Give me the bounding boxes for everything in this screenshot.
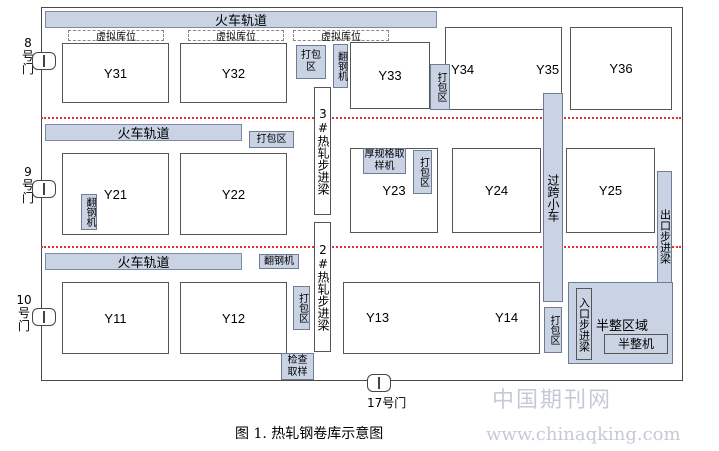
bay-label: Y23 [382,183,406,198]
bay-label: Y31 [103,65,128,81]
pack-area-3: 打包区 [249,131,294,148]
bay-y32: Y32 [180,43,287,103]
gate-8-icon [32,52,56,70]
gate-label-text: 10号门 [16,293,32,333]
pack-label: 打包区 [256,133,287,145]
virtual-slot-2: 虚拟库位 [188,30,284,43]
exit-walking-beam: 出口步进梁 [657,171,672,301]
watermark-url: www.chinaqking.com [486,424,681,445]
finishing-machine: 半整机 [604,334,668,354]
rail-label: 火车轨道 [117,256,170,271]
walking-beam-label: 3#热轧步进梁 [316,107,330,195]
walking-beam-2: 2#热轧步进梁 [314,222,331,352]
bay-label: Y24 [484,183,509,198]
pack-label: 打包区 [435,72,446,102]
flip-label: 翻钢机 [264,255,294,267]
pack-area-1: 打包区 [296,45,326,79]
bay-label: Y22 [221,186,246,202]
bay-y33: Y33 [350,42,430,109]
virtual-slot-label: 虚拟库位 [96,32,136,43]
watermark-cn: 中国期刊网 [492,388,613,413]
gate-8-label: 8号门 [14,37,42,76]
bay-label: Y25 [598,183,623,198]
flip-machine-3: 翻钢机 [259,254,299,269]
gate-10-icon [32,308,56,326]
bay-y13-label: Y13 [366,310,390,325]
pack-label: 打包区 [417,157,429,187]
bay-y21: Y21 [62,153,169,235]
gate-9-icon [32,180,56,198]
virtual-slot-label: 虚拟库位 [216,32,256,43]
gate-9-label: 9号门 [14,166,42,205]
virtual-slot-label: 虚拟库位 [321,32,361,43]
bay-label: Y12 [221,310,246,326]
transfer-car: 过跨小车 [543,93,563,302]
pack-area-5: 打包区 [293,286,310,330]
bay-y34-y35 [445,27,562,110]
bay-y36: Y36 [570,27,672,110]
pack-label: 打包区 [301,50,321,73]
bay-y12: Y12 [180,282,287,354]
virtual-slot-3: 虚拟库位 [293,30,389,43]
finishing-area-label: 半整区域 [596,319,649,334]
pack-area-2: 打包区 [430,64,450,110]
flip-machine-2: 翻钢机 [81,194,97,230]
bay-y24: Y24 [452,148,541,233]
thick-sampler: 厚规格取样机 [363,148,406,174]
virtual-slot-1: 虚拟库位 [68,30,164,43]
walking-beam-3: 3#热轧步进梁 [314,87,331,215]
bay-y11: Y11 [62,282,169,354]
gate-17-icon [367,374,391,392]
entry-beam-label: 入口步进梁 [577,296,591,352]
rail-track-bottom: 火车轨道 [45,253,242,271]
bay-label: Y36 [609,61,633,76]
finishing-machine-label: 半整机 [617,336,654,351]
pack-area-4: 打包区 [413,150,432,194]
flip-label: 翻钢机 [84,197,95,227]
transfer-car-label: 过跨小车 [546,173,560,222]
zone-divider-lower [41,246,681,248]
gate-10-label: 10号门 [10,294,38,333]
rail-label: 火车轨道 [117,127,170,142]
pack-label: 打包区 [296,293,308,323]
bay-y35-label: Y35 [536,62,560,77]
pack-area-6: 打包区 [544,307,562,353]
figure-caption: 图 1. 热轧钢卷库示意图 [235,426,384,442]
pack-label: 打包区 [548,315,559,345]
bay-y13-y14 [343,282,540,354]
rail-track-middle: 火车轨道 [45,124,242,142]
bay-y31: Y31 [62,43,169,103]
gate-label-text: 8号门 [21,36,34,76]
inspect-sampler-label: 检查取样 [287,354,308,378]
flip-machine-1: 翻钢机 [333,44,348,88]
gate-17-label: 17号门 [367,396,407,410]
rail-label: 火车轨道 [214,14,267,29]
gate-label-text: 9号门 [21,165,34,205]
bay-y14-label: Y14 [495,310,519,325]
bay-y22: Y22 [180,153,287,235]
walking-beam-label: 2#热轧步进梁 [316,243,330,331]
rail-track-top: 火车轨道 [45,11,437,29]
bay-label: Y32 [221,65,246,81]
sampler-label: 厚规格取样机 [364,149,405,172]
exit-beam-label: 出口步进梁 [658,208,672,264]
inspect-sampler: 检查取样 [281,353,314,380]
bay-label: Y33 [378,68,402,83]
zone-divider-upper [41,117,681,119]
entry-walking-beam: 入口步进梁 [576,288,592,360]
bay-y25: Y25 [566,148,655,233]
flip-label: 翻钢机 [335,51,347,81]
bay-label: Y21 [103,186,128,202]
bay-y34-label: Y34 [451,62,475,77]
bay-label: Y11 [104,310,127,326]
